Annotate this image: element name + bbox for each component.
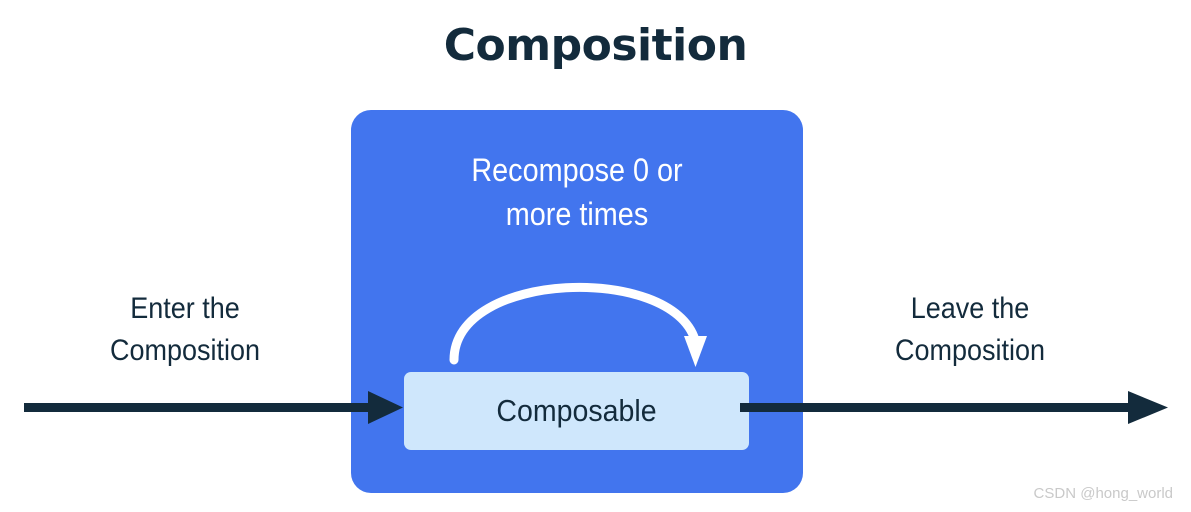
composable-box: [404, 372, 749, 450]
leave-right-arrow-icon: [740, 391, 1168, 424]
leave-caption-line1: Leave the: [910, 292, 1030, 325]
enter-caption-line2: Composition: [109, 334, 261, 367]
page-title: Composition: [443, 20, 748, 71]
enter-composition-caption: Enter the Composition: [37, 288, 334, 372]
recompose-label-line2: more times: [505, 196, 649, 232]
curved-loop-arrow-icon: [449, 282, 707, 367]
recompose-label: Recompose 0 or more times: [374, 148, 781, 236]
leave-composition-caption: Leave the Composition: [822, 288, 1119, 372]
recompose-label-line1: Recompose 0 or: [471, 152, 683, 188]
enter-caption-line1: Enter the: [130, 292, 240, 325]
watermark: CSDN @hong_world: [1033, 485, 1173, 502]
leave-caption-line2: Composition: [894, 334, 1046, 367]
composable-label: Composable: [496, 393, 657, 428]
enter-right-arrow-icon: [24, 391, 403, 424]
